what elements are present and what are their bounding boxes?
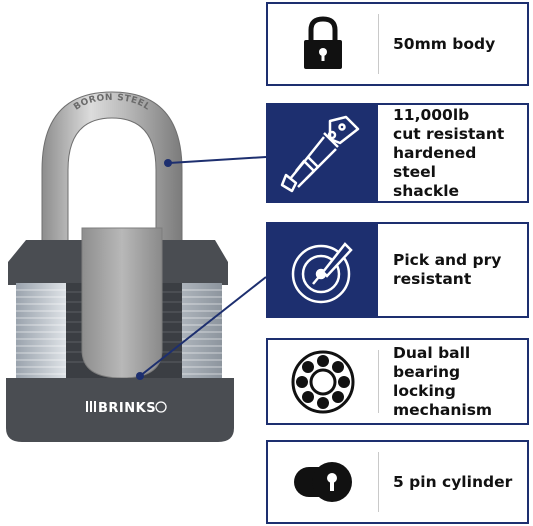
feature-card-ball-bearing: Dual ball bearing locking mechanism <box>266 338 529 425</box>
padlock-product-image: BORON STEEL <box>6 91 234 442</box>
feature-label: 11,000lb cut resistant hardened steel sh… <box>393 105 505 200</box>
feature-label: Pick and pry resistant <box>393 251 502 288</box>
feature-card-pick-pry: Pick and pry resistant <box>266 222 529 318</box>
ball-bearing-icon <box>291 350 355 413</box>
brinks-logo: BRINKS <box>86 401 167 416</box>
feature-card-body-size: 50mm body <box>266 2 529 86</box>
feature-label: 50mm body <box>393 34 496 53</box>
feature-label: 5 pin cylinder <box>393 472 513 491</box>
keyhole-cylinder-icon <box>294 462 352 502</box>
feature-card-pin-cylinder: 5 pin cylinder <box>266 440 529 524</box>
feature-label: Dual ball bearing locking mechanism <box>393 343 493 419</box>
padlock-icon <box>304 16 342 69</box>
shackle <box>41 91 183 251</box>
lock-base <box>6 378 234 442</box>
brand-logo-text: BRINKS <box>98 401 156 416</box>
feature-card-cut-resistant: 11,000lb cut resistant hardened steel sh… <box>266 103 529 203</box>
pick-target-icon <box>291 242 353 304</box>
bolt-cutter-icon <box>280 115 360 193</box>
